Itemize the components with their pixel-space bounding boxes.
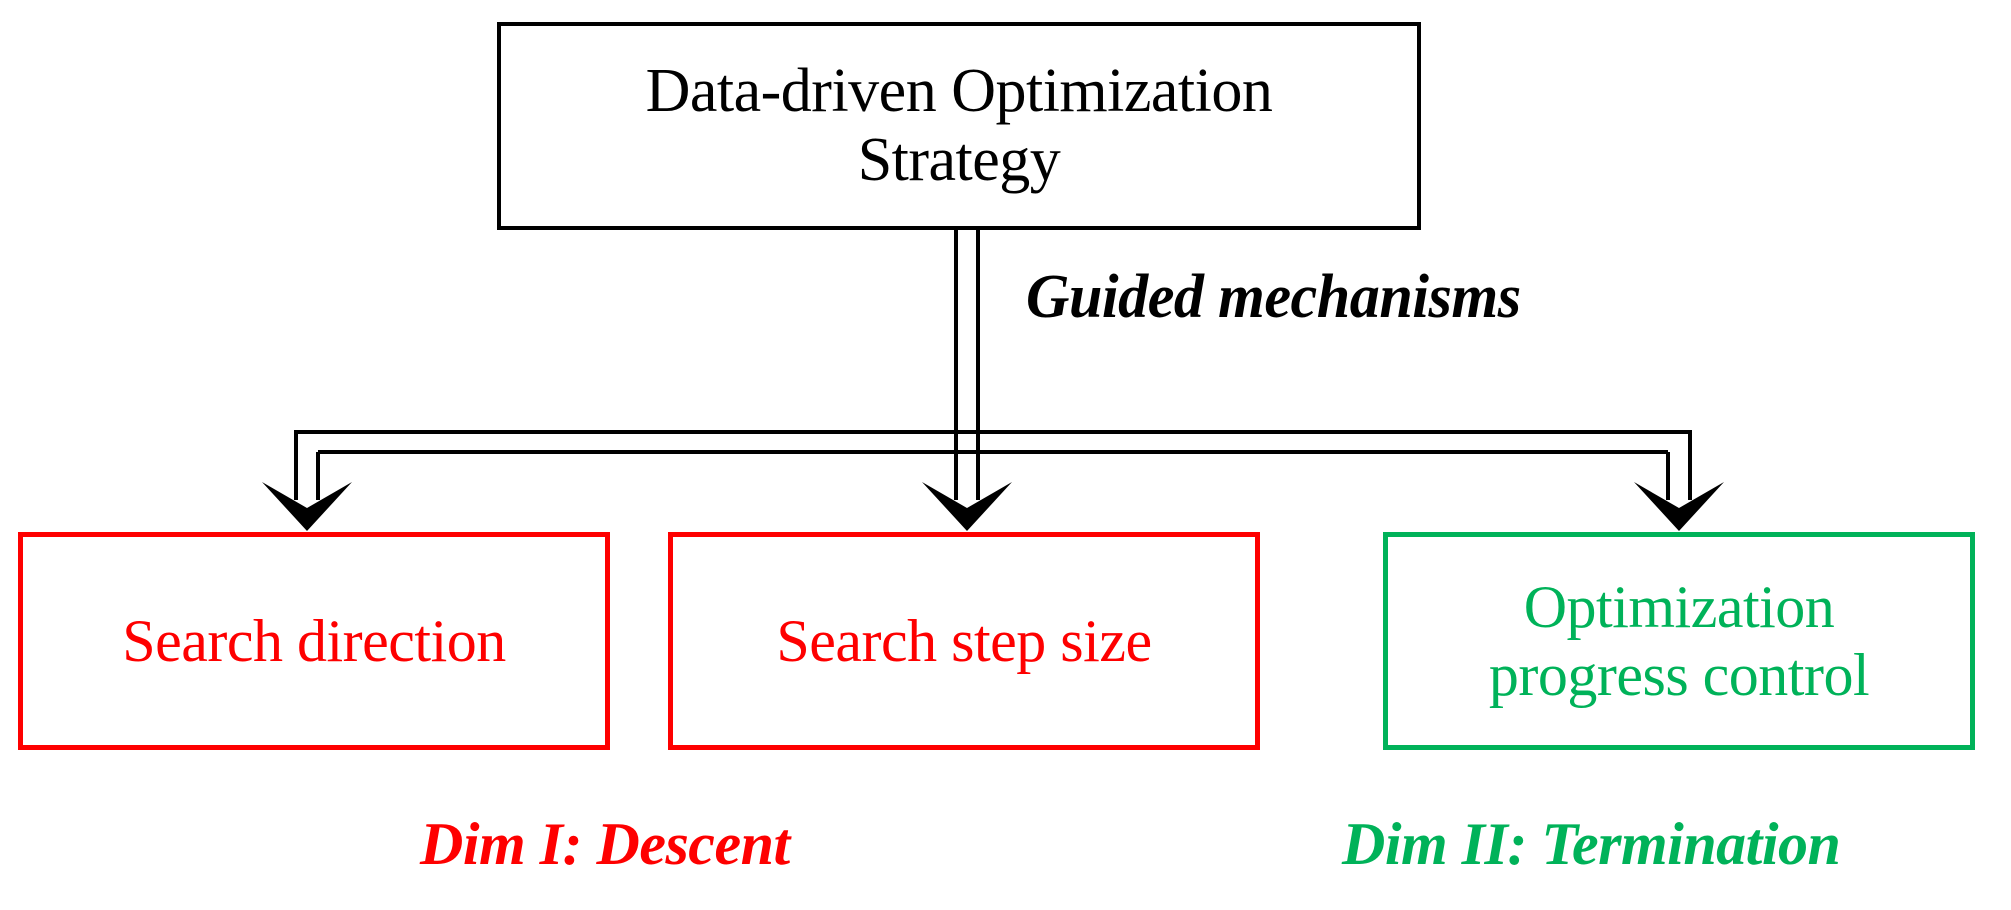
dimension-caption-dim-two: Dim II: Termination [1342,811,1841,877]
leaf-node-search-direction: Search direction [18,532,610,750]
connector-bus [294,430,1692,476]
arrowhead-right [1634,482,1724,531]
edge-caption-guided-mechanisms: Guided mechanisms [1026,263,1521,331]
connector-branch-right [1666,432,1692,500]
leaf-node-optimization-progress-control: Optimization progress control [1383,532,1975,750]
leaf-node-search-step-size: Search step size [668,532,1260,750]
connector-branch-left [294,432,320,500]
root-node-data-driven-optimization-strategy: Data-driven Optimization Strategy [497,22,1421,230]
connector-stem [954,230,980,452]
leaf-node-search-direction-label: Search direction [122,607,506,674]
arrowhead-middle [922,482,1012,531]
root-node-label: Data-driven Optimization Strategy [645,56,1273,194]
leaf-node-optimization-progress-control-label: Optimization progress control [1488,573,1870,708]
arrowhead-left [262,482,352,531]
dimension-caption-dim-one: Dim I: Descent [420,811,790,877]
connector-branch-middle [954,452,980,500]
leaf-node-search-step-size-label: Search step size [776,607,1152,674]
